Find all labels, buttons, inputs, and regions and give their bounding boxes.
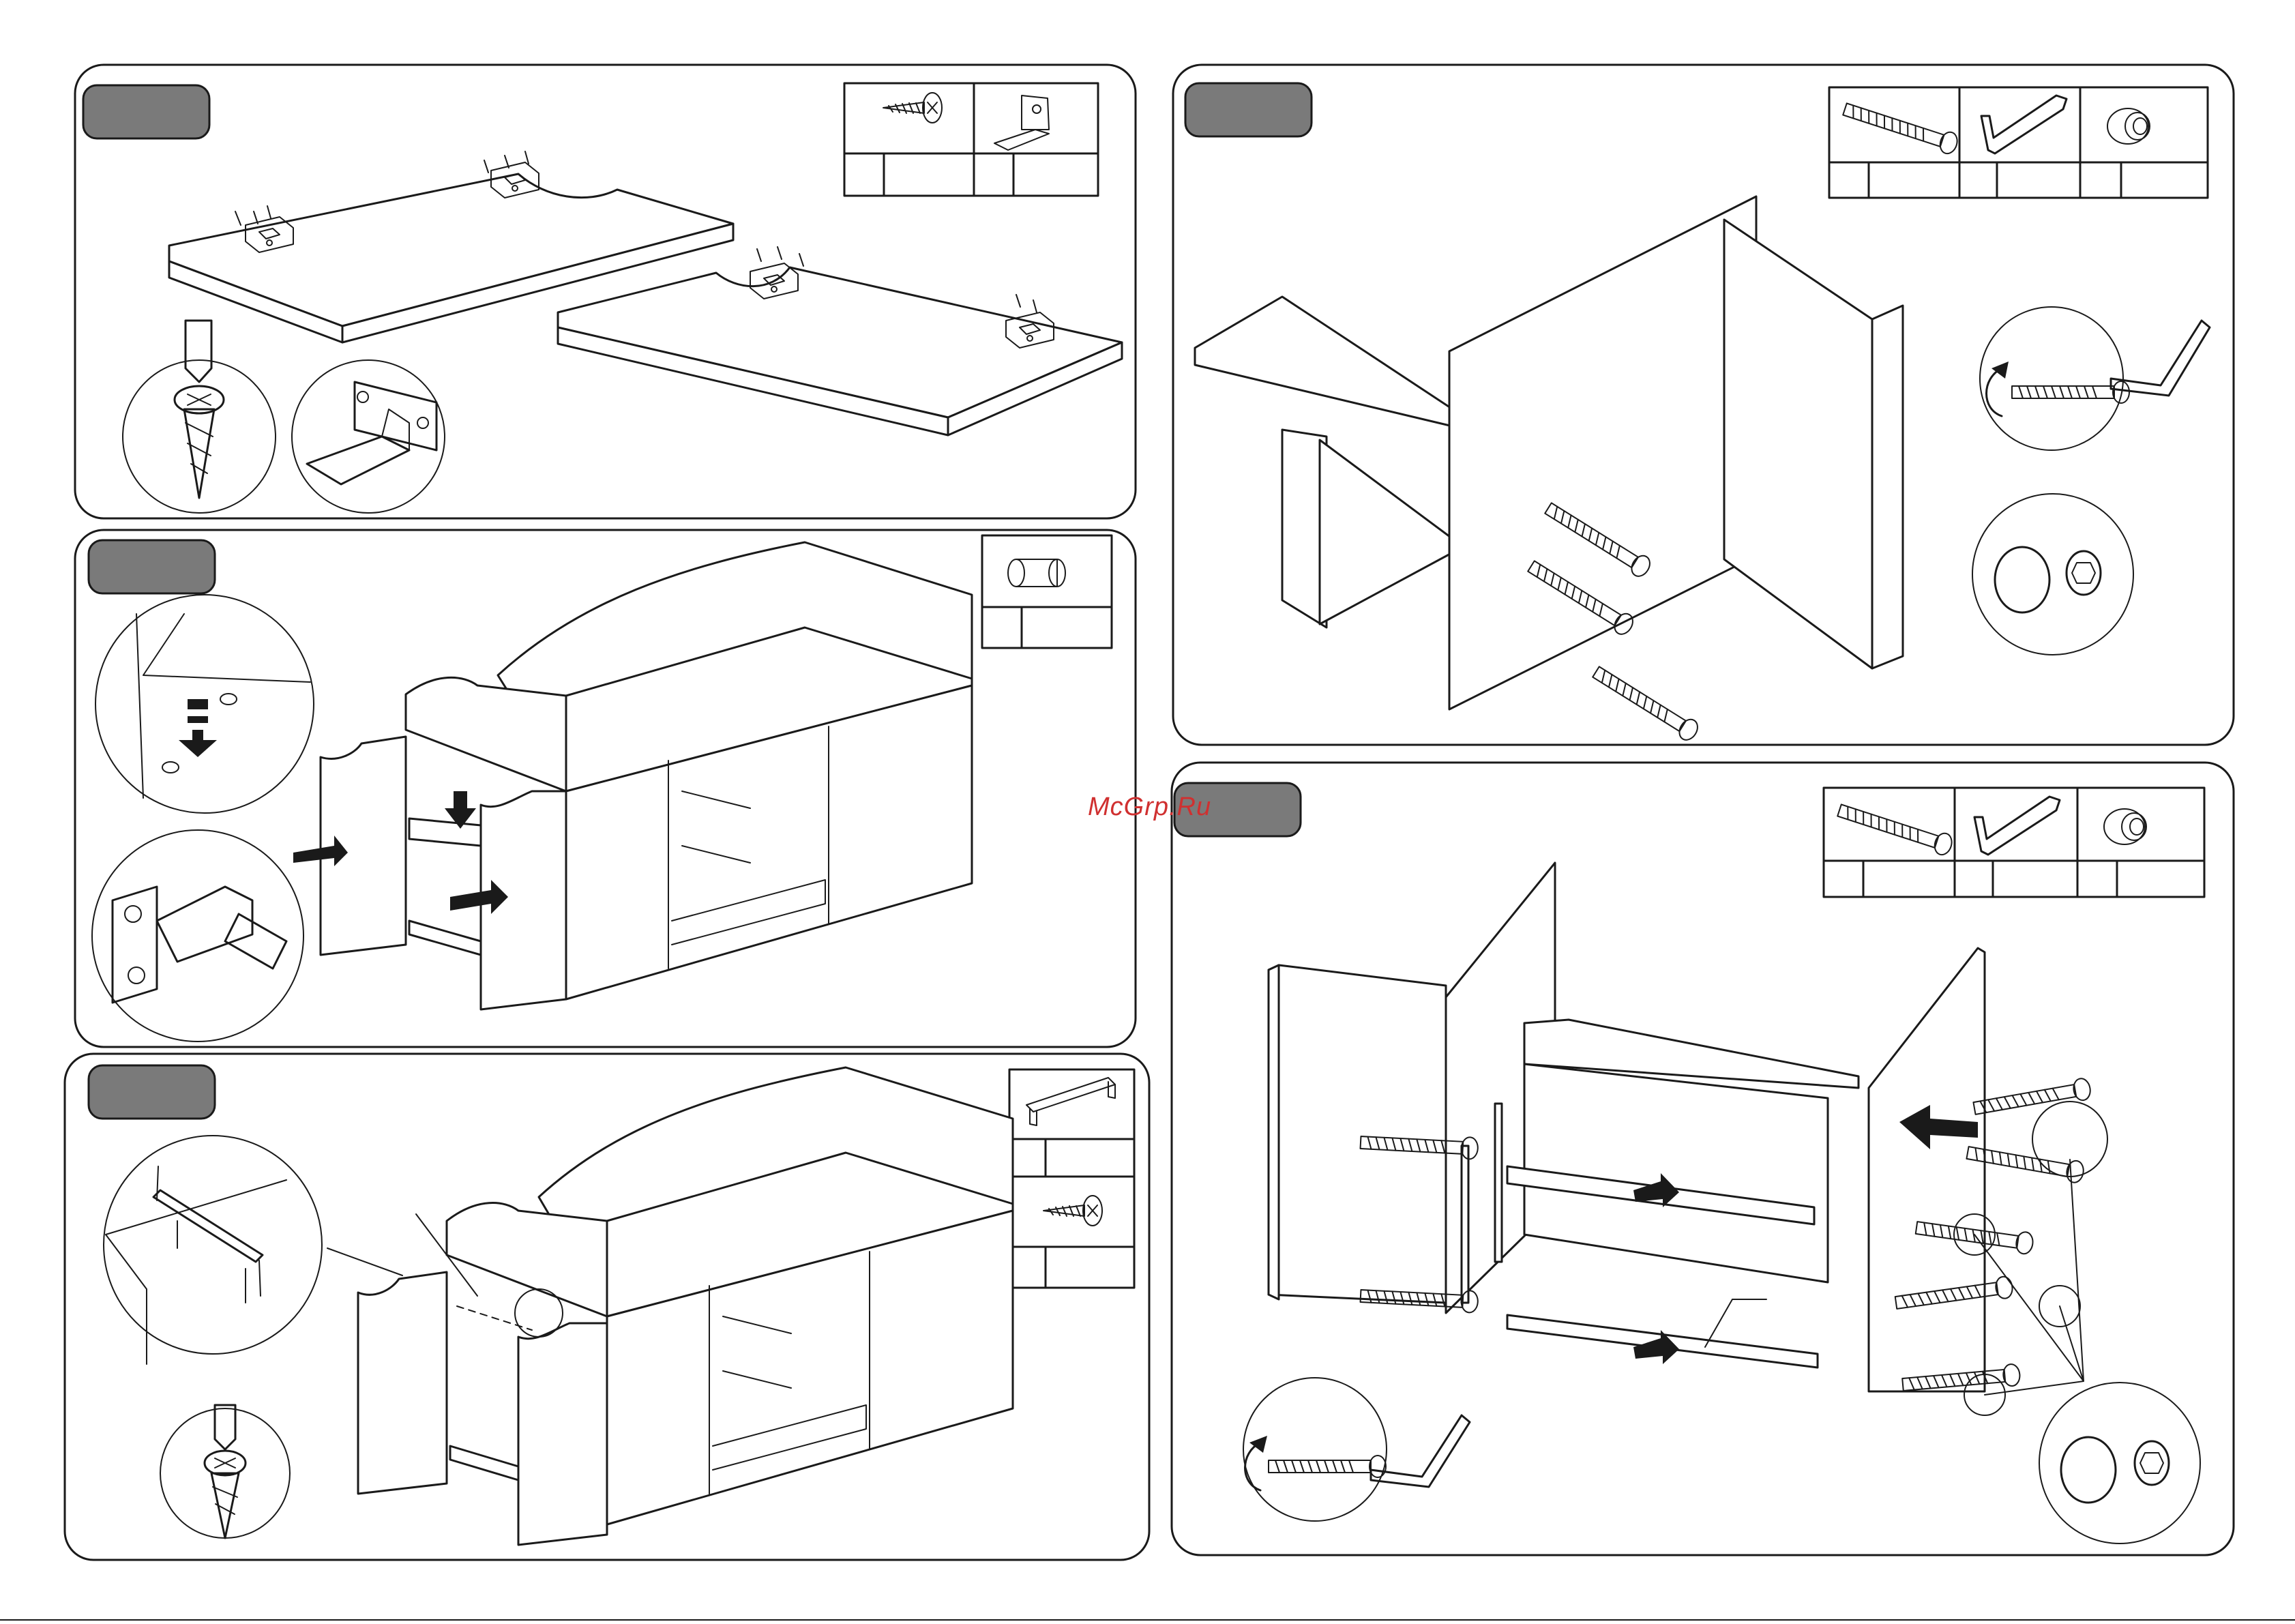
watermark-text: McGrp.Ru: [1088, 793, 1211, 822]
step-4-badge: [1185, 83, 1312, 136]
step-2-panel: [75, 530, 1136, 1047]
step-5-panel: [1172, 763, 2234, 1555]
step-1-panel: [75, 65, 1136, 518]
step-4-panel: [1173, 65, 2234, 745]
step-3-badge: [89, 1065, 215, 1119]
step-3-panel: [65, 1054, 1149, 1560]
step-2-badge: [89, 540, 215, 593]
step-1-badge: [83, 85, 209, 138]
